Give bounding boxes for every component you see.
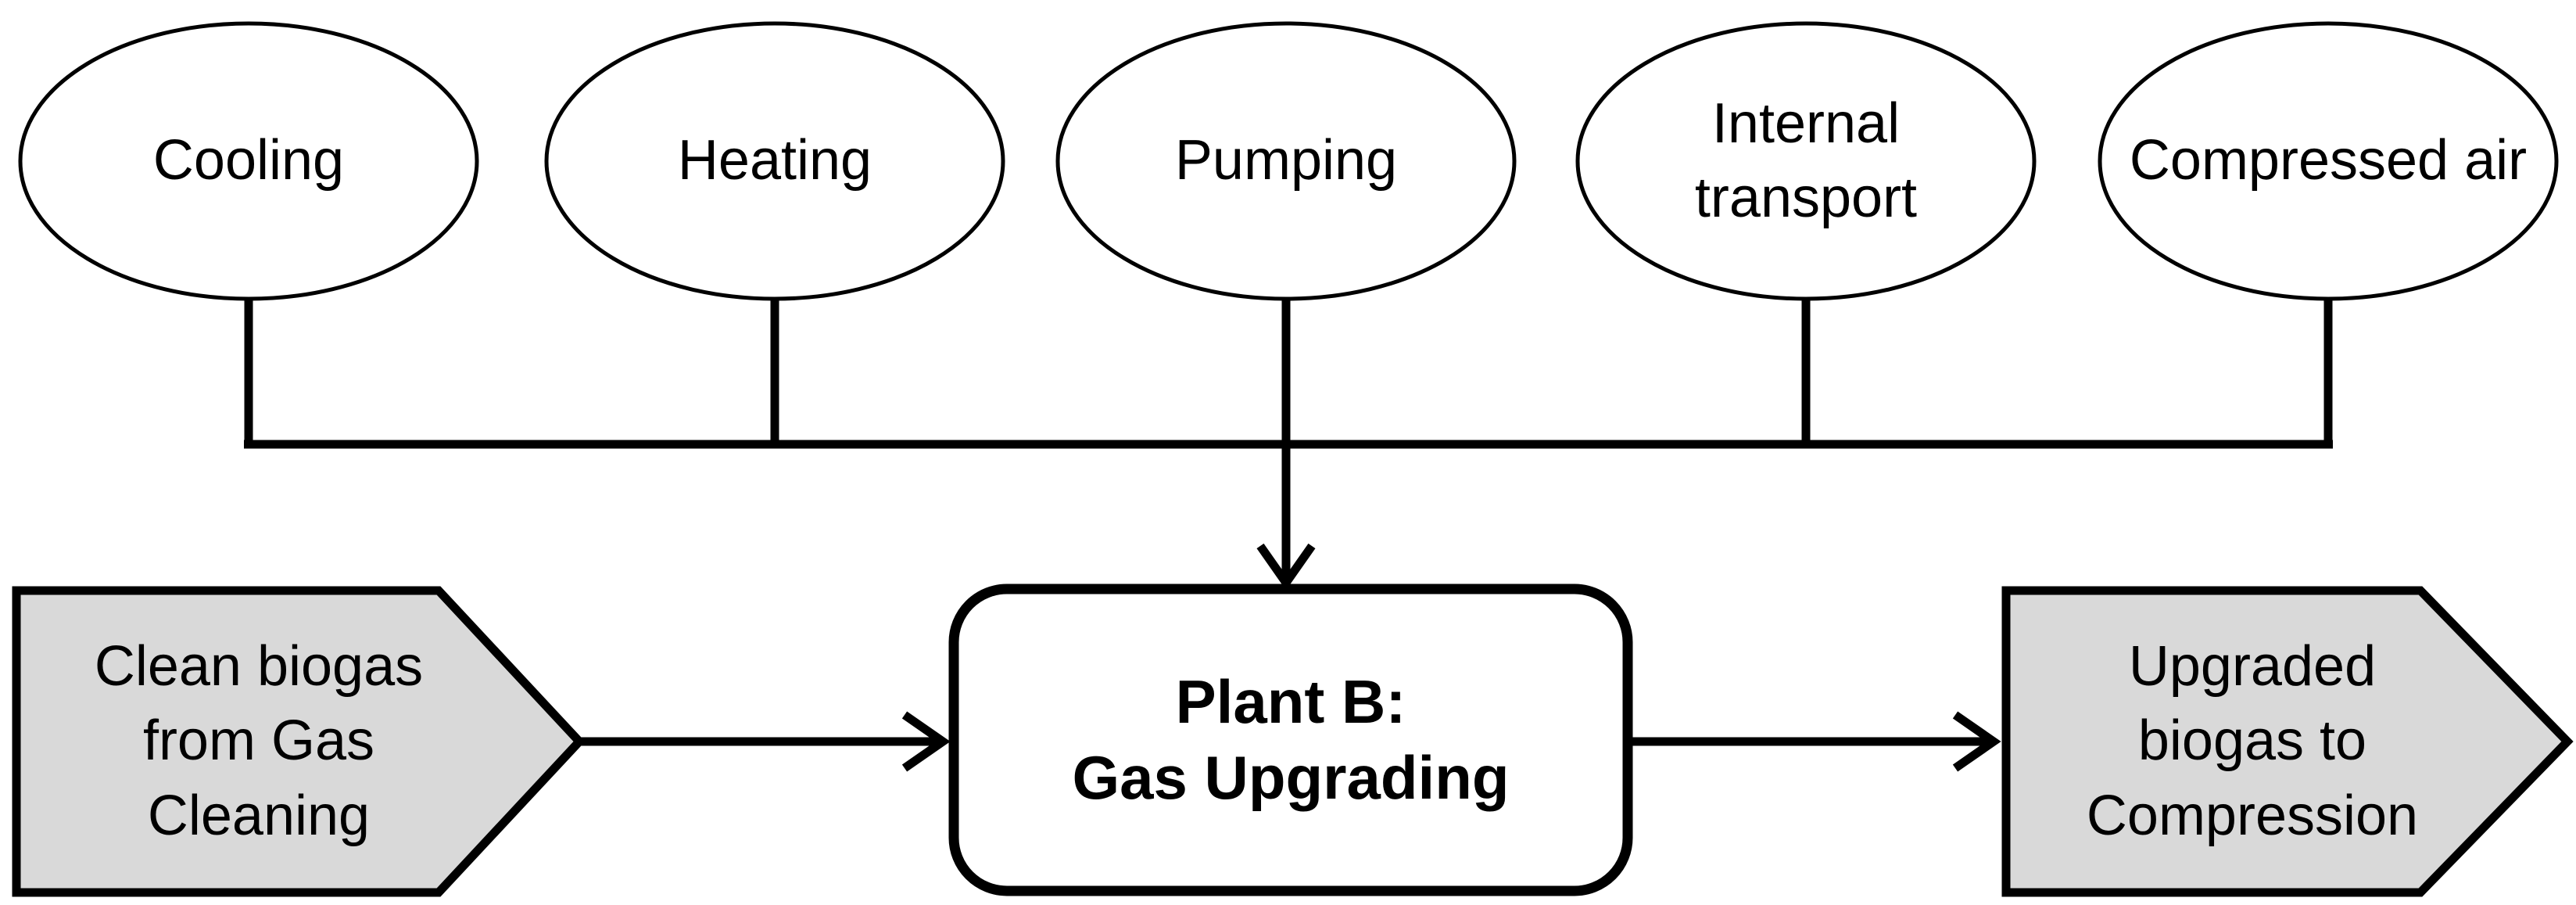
heating-label: Heating <box>677 129 872 192</box>
heating-ellipse <box>544 21 1005 301</box>
input-arrowhead-icon <box>901 711 951 772</box>
cooling-label: Cooling <box>152 129 345 192</box>
output-pentagon-label: Upgraded biogas to Compression <box>2086 635 2419 847</box>
pumping-ellipse <box>1055 21 1517 301</box>
compressed-air-label: Compressed air <box>2129 129 2528 192</box>
internal-transport-label: Internal transport <box>1694 92 1918 229</box>
input-pentagon <box>12 586 586 897</box>
internal-transport-ellipse <box>1575 21 2037 301</box>
pumping-arrowhead-icon <box>1256 543 1316 591</box>
input-pentagon-label: Clean biogas from Gas Cleaning <box>94 635 424 847</box>
compressed-air-ellipse <box>2098 21 2559 301</box>
process-box-label: Plant B: Gas Upgrading <box>1072 666 1510 813</box>
utility-connector-lines <box>244 296 2333 449</box>
process-box <box>948 584 1633 896</box>
cooling-ellipse <box>18 21 479 301</box>
output-pentagon <box>2001 586 2574 897</box>
pumping-label: Pumping <box>1174 129 1398 192</box>
output-arrowhead-icon <box>1952 711 2001 772</box>
